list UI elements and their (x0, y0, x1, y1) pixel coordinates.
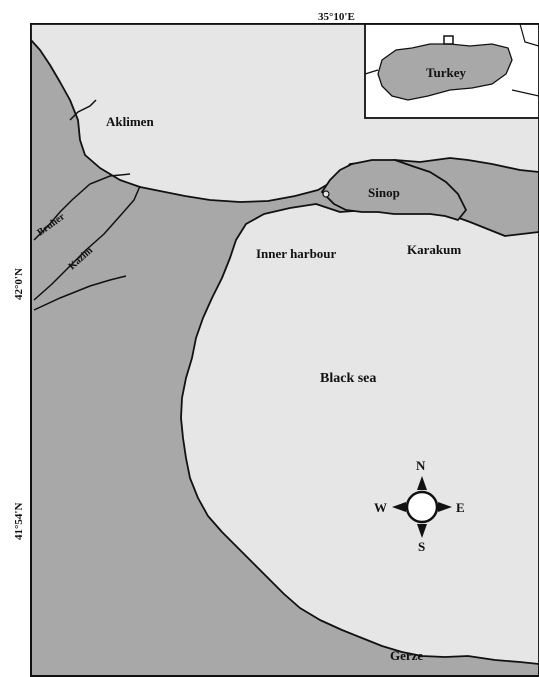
compass-rose: N S W E (374, 458, 465, 554)
compass-east: E (456, 500, 465, 515)
karakum-label: Karakum (407, 242, 461, 257)
compass-south: S (418, 539, 425, 554)
river-2 (33, 185, 141, 301)
river-1 (33, 173, 131, 241)
sinop-label: Sinop (368, 185, 400, 200)
turkey-inset: Turkey (364, 23, 539, 119)
latitude-upper-label: 42°0'N (13, 268, 25, 300)
longitude-top-label: 35°10'E (318, 11, 355, 23)
inner-harbour-label: Inner harbour (256, 246, 337, 261)
turkey-label: Turkey (426, 65, 466, 80)
black-sea-label: Black sea (320, 371, 376, 386)
harbour-marker (322, 190, 330, 198)
river-4 (69, 99, 97, 121)
river-3 (33, 275, 127, 311)
gerze-label: Gerze (390, 648, 423, 663)
study-area-box (443, 35, 454, 45)
sinop-peninsula (321, 159, 467, 221)
compass-north: N (416, 458, 426, 473)
turkey-shape (377, 43, 513, 101)
southern-sea (180, 203, 539, 665)
aklimen-label: Aklimen (106, 114, 154, 129)
latitude-lower-label: 41°54'N (13, 503, 25, 540)
compass-west: W (374, 500, 387, 515)
